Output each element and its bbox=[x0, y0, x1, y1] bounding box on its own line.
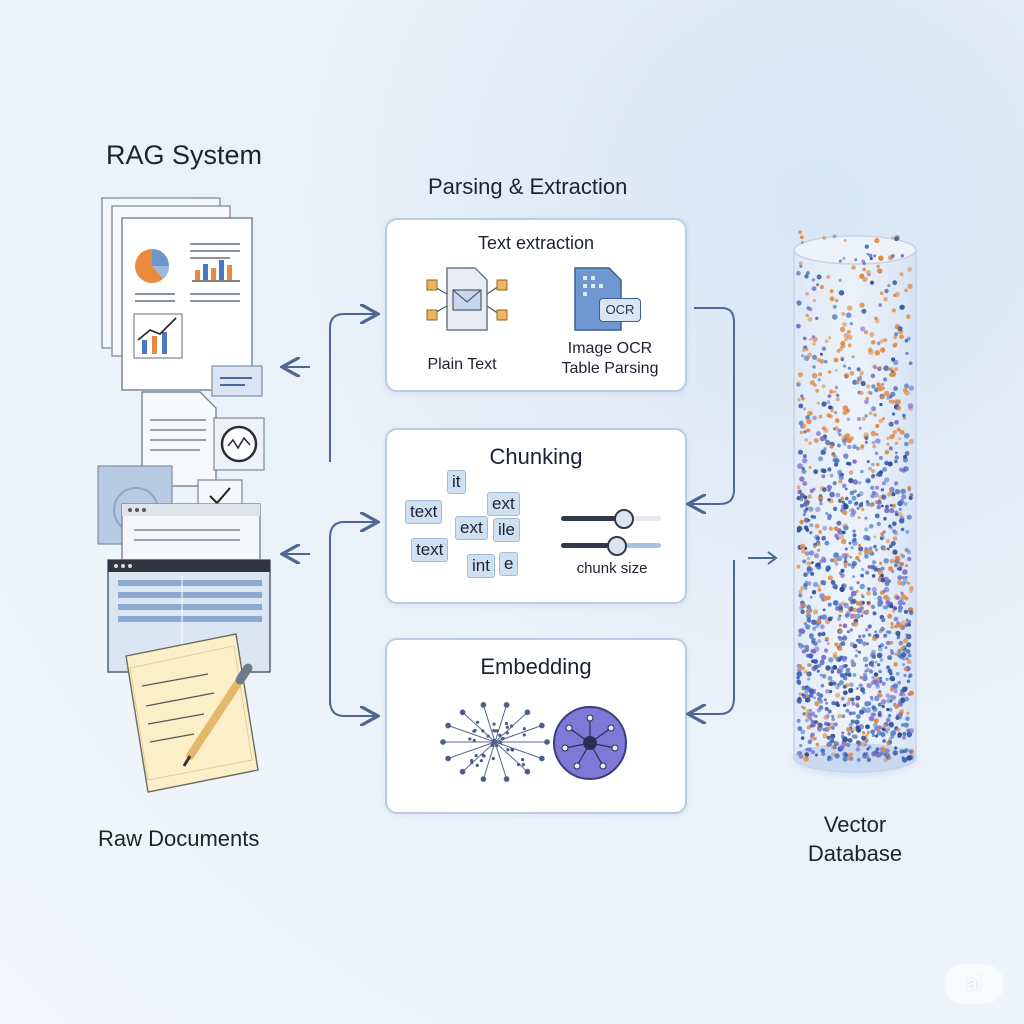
ai-watermark-badge: ai bbox=[944, 964, 1004, 1004]
vector-database-label-line1: Vector bbox=[823, 812, 887, 837]
vector-database-cylinder bbox=[785, 230, 925, 780]
chunking-card: Chunking it text ext ext ile text int e … bbox=[385, 428, 687, 604]
bar-chart-icon bbox=[192, 260, 240, 282]
embedding-title: Embedding bbox=[480, 654, 592, 679]
text-extraction-title: Text extraction bbox=[477, 233, 595, 253]
pen-icon bbox=[182, 663, 253, 767]
slider-handle[interactable] bbox=[607, 536, 627, 556]
slider-handle[interactable] bbox=[614, 509, 634, 529]
section-title: Parsing & Extraction bbox=[428, 174, 628, 199]
flow-arrows bbox=[270, 290, 735, 730]
plain-text-label: Plain Text bbox=[427, 356, 497, 373]
pie-chart-icon bbox=[135, 249, 170, 283]
arrow-to-chunking bbox=[329, 522, 376, 705]
arrow-extraction-to-chunking bbox=[690, 307, 735, 504]
diagram-title: RAG System bbox=[106, 140, 263, 170]
image-ocr-label: Image OCR bbox=[567, 340, 653, 357]
embedding-card: Embedding bbox=[385, 638, 687, 814]
text-chunk: ile bbox=[493, 518, 521, 542]
vector-network-icon bbox=[553, 706, 627, 780]
table-parsing-label: Table Parsing bbox=[561, 360, 659, 377]
text-chunk: ext bbox=[455, 516, 488, 540]
vector-database-label: Vector Database bbox=[780, 810, 930, 868]
raw-documents-label: Raw Documents bbox=[98, 826, 260, 851]
chunk-size-slider-1[interactable] bbox=[561, 509, 661, 529]
text-chunk: text bbox=[411, 538, 449, 562]
chunk-size-slider-2[interactable] bbox=[561, 536, 661, 556]
line-chart-icon bbox=[133, 313, 183, 359]
ocr-badge: OCR bbox=[599, 298, 641, 322]
text-chunk: ext bbox=[487, 492, 520, 516]
text-chunk: it bbox=[447, 470, 466, 494]
raw-documents-illustration bbox=[97, 197, 271, 793]
arrow-to-vector-database bbox=[748, 551, 778, 565]
vector-database-label-line2: Database bbox=[807, 841, 903, 866]
chunking-title: Chunking bbox=[489, 444, 583, 469]
chunk-size-label: chunk size bbox=[576, 560, 648, 577]
arrow-to-embedding bbox=[329, 558, 376, 716]
embedding-scatter-icon bbox=[440, 702, 550, 782]
arrow-chunking-to-embedding bbox=[690, 560, 735, 714]
text-chunk: e bbox=[499, 552, 519, 576]
text-extraction-card: Text extraction Plain Text OCR Image OCR… bbox=[385, 218, 687, 392]
text-chunk: int bbox=[467, 554, 495, 578]
arrow-to-text-extraction bbox=[329, 314, 376, 462]
text-chunk: text bbox=[405, 500, 443, 524]
document-extraction-icon bbox=[426, 267, 508, 331]
